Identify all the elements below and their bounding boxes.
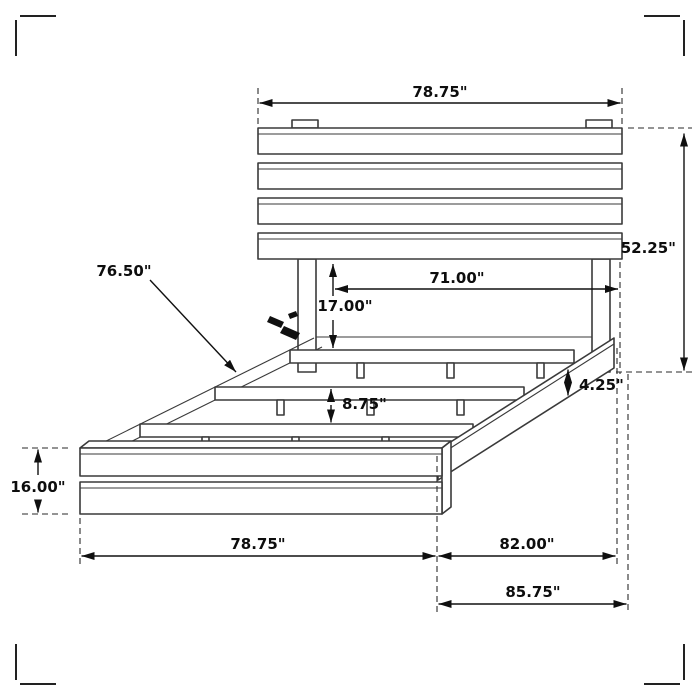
footboard-plank-top (79, 447, 443, 477)
dim-headboard-height-label: 52.25" (621, 239, 676, 257)
headboard-plank-1 (257, 127, 623, 155)
crop-mark-bottom-left (15, 644, 56, 685)
footboard (79, 440, 452, 515)
dim-slat-height: 8.75" (327, 389, 387, 423)
slat-board-1 (289, 349, 575, 364)
slat-support-leg (446, 362, 455, 379)
headboard-plank-4 (257, 232, 623, 260)
rail-bracket-icon (267, 311, 300, 340)
dim-overall-length-label: 85.75" (505, 583, 560, 601)
slat-support-leg (536, 362, 545, 379)
slat-support-leg (366, 399, 375, 416)
dim-footboard-height: 16.00" (10, 447, 72, 515)
dim-rail-length-label: 76.50" (96, 262, 151, 280)
headboard (257, 119, 623, 260)
dim-headboard-clearance: 17.00" (317, 264, 373, 348)
footboard-top-face (79, 440, 452, 449)
footboard-plank-bottom (79, 481, 443, 515)
crop-mark-top-left (15, 15, 56, 56)
dim-interior-width: 71.00" (335, 262, 621, 374)
dim-headboard-width: 78.75" (257, 83, 623, 126)
slat-board-3 (139, 423, 474, 438)
dim-rail-length: 76.50" (96, 262, 237, 373)
bed-drawing (79, 119, 623, 515)
headboard-leg-tab-right (585, 119, 613, 129)
dim-headboard-clearance-label: 17.00" (317, 297, 372, 315)
crop-mark-top-right (644, 15, 685, 56)
footboard-side-face (441, 440, 452, 515)
dim-side-rail-width-label: 4.25" (579, 376, 624, 394)
dim-overall-length: 85.75" (438, 374, 629, 614)
dim-headboard-height: 52.25" (616, 127, 692, 373)
dim-frame-length: 82.00" (438, 348, 618, 568)
dim-headboard-width-label: 78.75" (412, 83, 467, 101)
dim-footboard-width: 78.75" (79, 456, 438, 614)
headboard-plank-2 (257, 162, 623, 190)
headboard-leg-tab-left (291, 119, 319, 129)
crop-mark-bottom-right (644, 644, 685, 685)
slat-support-leg (276, 399, 285, 416)
side-rail-edge-line (437, 343, 615, 457)
left-rail-top-line (87, 337, 315, 451)
dim-frame-length-label: 82.00" (499, 535, 554, 553)
headboard-plank-3 (257, 197, 623, 225)
dimension-annotations: 78.75" 52.25" 76.50" 71.00" 17.00" (10, 83, 692, 614)
slat-support-leg (456, 399, 465, 416)
dim-footboard-height-label: 16.00" (10, 478, 65, 496)
dim-side-rail-width: 4.25" (564, 369, 624, 396)
crop-marks (15, 15, 685, 685)
dim-footboard-width-label: 78.75" (230, 535, 285, 553)
slat-support-leg (356, 362, 365, 379)
dim-slat-height-label: 8.75" (342, 395, 387, 413)
dim-interior-width-label: 71.00" (429, 269, 484, 287)
